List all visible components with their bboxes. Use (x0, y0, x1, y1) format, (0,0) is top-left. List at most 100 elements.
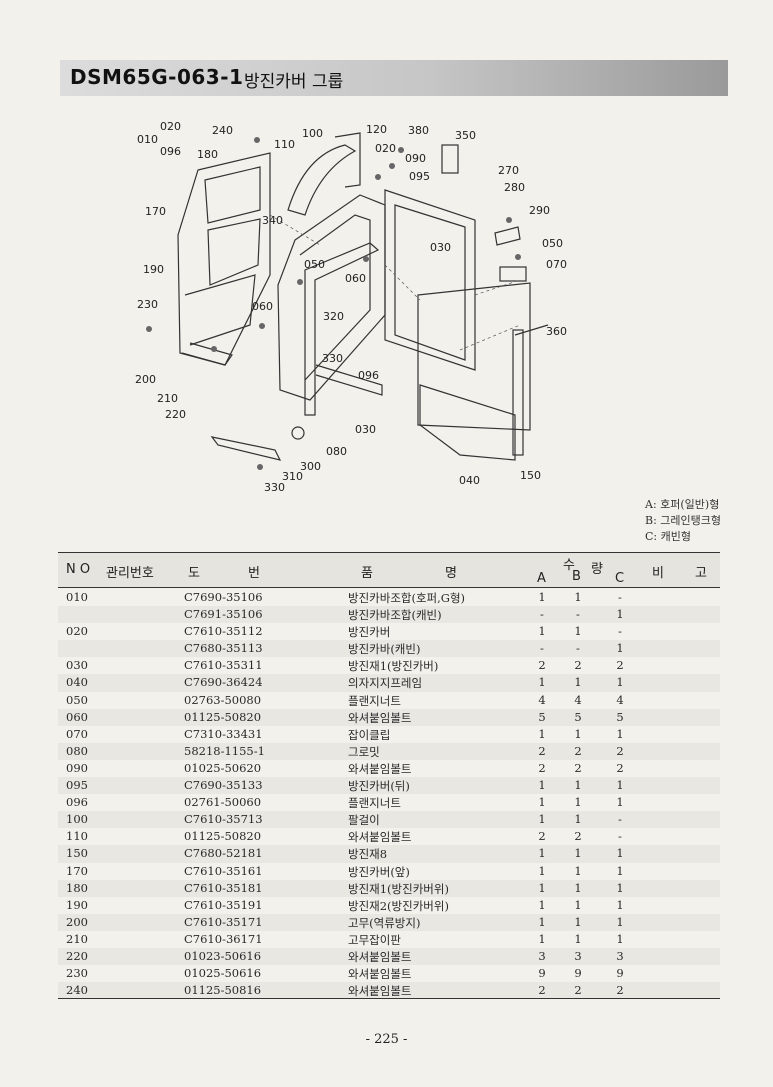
qty-b: 1 (574, 590, 582, 604)
page-number: - 225 - (365, 1032, 408, 1047)
qty-a: 2 (538, 658, 546, 673)
part-number: 110 (66, 829, 88, 844)
legend-b: B: 그레인탱크형 (645, 514, 722, 527)
part-name: 방진재8 (348, 847, 388, 862)
header-drawing-1: 도 (188, 566, 200, 581)
callout-380: 380 (408, 124, 429, 137)
qty-b: - (576, 641, 580, 656)
qty-c: 1 (616, 675, 624, 690)
part-number: 210 (66, 931, 88, 946)
qty-b: 4 (574, 692, 582, 707)
callout-340: 340 (262, 214, 283, 227)
drawing-number: C7610-35191 (184, 897, 263, 912)
drawing-number: 01125-50820 (184, 829, 262, 844)
qty-c: 1 (616, 778, 624, 793)
header-mgmt-no: 관리번호 (106, 566, 154, 581)
drawing-number: C7610-36171 (184, 931, 263, 946)
qty-b: 1 (574, 931, 582, 946)
callout-280: 280 (504, 181, 525, 194)
callout-360: 360 (546, 325, 567, 338)
callout-040: 040 (459, 474, 480, 487)
part-number: 100 (66, 812, 88, 827)
part-number: 096 (66, 795, 88, 810)
part-number: 060 (66, 709, 88, 724)
drawing-number: 01023-50616 (184, 948, 262, 963)
qty-b: 1 (574, 726, 582, 741)
qty-a: 1 (538, 931, 546, 946)
part-number: 190 (66, 897, 88, 912)
callout-300: 300 (300, 460, 321, 473)
drawing-number: C7690-35106 (184, 590, 263, 604)
header-qty-1: 수 (563, 558, 575, 573)
part-name: 플랜지너트 (348, 693, 401, 708)
part-number: 200 (66, 914, 88, 929)
qty-b: 2 (574, 743, 582, 758)
header-no: N O (66, 562, 91, 577)
part-name: 팔걸이 (348, 813, 380, 828)
part-number: 030 (66, 658, 88, 673)
rear-cover (384, 189, 476, 371)
qty-b: 1 (574, 624, 582, 639)
part-number: 150 (66, 846, 88, 861)
qty-a: 2 (538, 829, 546, 844)
front-cover-inner (204, 166, 261, 224)
part-number: 010 (66, 590, 88, 604)
parts-diagram (146, 132, 549, 470)
header-note-1: 비 (652, 566, 664, 581)
drawing-number: 01125-50816 (184, 983, 262, 998)
qty-a: 9 (538, 966, 546, 981)
header-qty-2: 량 (591, 562, 603, 577)
callout-220: 220 (165, 408, 186, 421)
qty-c: - (618, 624, 622, 639)
callout-330b: 330 (264, 481, 285, 494)
header-drawing-2: 번 (248, 566, 260, 581)
qty-a: 1 (538, 846, 546, 861)
qty-b: 2 (574, 760, 582, 775)
side-cover (277, 194, 386, 401)
part-name: 와셔붙임볼트 (348, 761, 412, 776)
parts-table-header: N O 관리번호 도 번 품 명 수 량 A B C 비 고 (58, 552, 720, 588)
drawing-number: C7690-36424 (184, 675, 263, 690)
drawing-number: C7691-35106 (184, 607, 263, 622)
qty-a: 1 (538, 675, 546, 690)
callout-240: 240 (212, 124, 233, 137)
part-name: 와셔붙임볼트 (348, 710, 412, 725)
qty-b: 1 (574, 914, 582, 929)
part-number: 050 (66, 692, 88, 707)
type-legend: A: 호퍼(일반)형 B: 그레인탱크형 C: 캐빈형 (645, 497, 721, 545)
callout-050b: 050 (542, 237, 563, 250)
qty-a: 1 (538, 726, 546, 741)
qty-a: 3 (538, 948, 546, 963)
drawing-number: C7610-35311 (184, 658, 263, 673)
qty-b: 1 (574, 880, 582, 895)
qty-c: 2 (616, 743, 624, 758)
qty-c: 3 (616, 948, 624, 963)
qty-c: 1 (616, 607, 624, 622)
link-bar (210, 436, 282, 461)
armrest (287, 144, 357, 216)
qty-a: 1 (538, 914, 546, 929)
qty-a: - (540, 641, 544, 656)
part-name: 방진재1(방진카버) (348, 659, 439, 674)
qty-a: - (540, 607, 544, 622)
callout-010: 010 (137, 133, 158, 146)
qty-a: 1 (538, 590, 546, 604)
callout-120: 120 (366, 123, 387, 136)
callout-090: 090 (405, 152, 426, 165)
header-type-c: C (615, 571, 625, 586)
part-name: 와셔붙임볼트 (348, 830, 412, 845)
drawing-number: 01025-50616 (184, 966, 262, 981)
qty-b: 1 (574, 846, 582, 861)
clip-070 (499, 266, 527, 282)
part-name: 와셔붙임볼트 (348, 984, 412, 999)
